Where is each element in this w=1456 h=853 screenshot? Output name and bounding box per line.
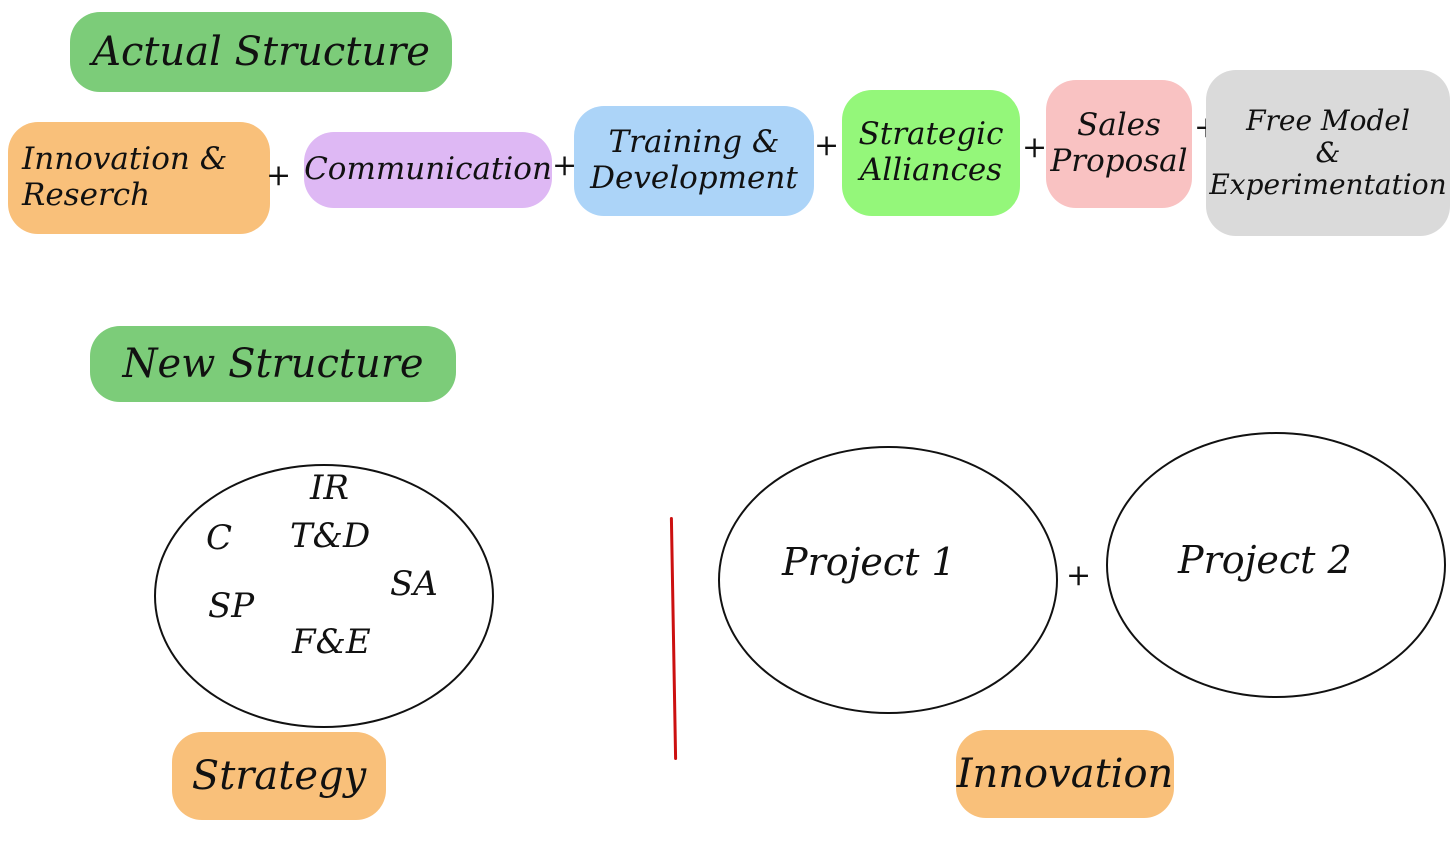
item-innovation-research: Innovation & Reserch [8,122,270,234]
project-1-ellipse [718,446,1058,714]
item-free-model-line3: Experimentation [1209,168,1447,202]
plus-sign: + [814,128,840,163]
abbr-sp: SP [208,586,255,626]
item-strategic-alliances-line2: Alliances [859,152,1003,188]
abbr-ir: IR [310,468,350,508]
strategy-label: Strategy [172,732,386,820]
item-communication: Communication [304,132,552,208]
project-1-label: Project 1 [782,540,956,584]
item-free-model-line1: Free Model [1246,103,1410,137]
plus-sign: + [552,148,578,183]
project-2-label: Project 2 [1178,538,1352,582]
item-sales-proposal-line1: Sales [1077,107,1161,144]
item-training-development: Training & Development [574,106,814,216]
item-free-model-line2: & [1315,135,1341,169]
plus-sign: + [266,158,292,193]
project-2-ellipse [1106,432,1446,698]
item-innovation-research-line2: Reserch [22,177,151,213]
item-sales-proposal-line2: Proposal [1050,143,1188,179]
item-free-model-experimentation: Free Model & Experimentation [1206,70,1450,236]
abbr-c: C [206,518,233,558]
item-training-development-line2: Development [590,160,798,196]
red-divider-line [669,516,678,761]
plus-sign: + [1022,130,1048,165]
item-training-development-line1: Training & [608,124,780,161]
actual-structure-title: Actual Structure [70,12,452,92]
item-strategic-alliances-line1: Strategic [858,116,1004,153]
item-sales-proposal: Sales Proposal [1046,80,1192,208]
abbr-sa: SA [390,564,438,604]
abbr-fe: F&E [292,622,371,662]
abbr-td: T&D [290,516,371,556]
plus-sign: + [1066,558,1092,593]
item-communication-line1: Communication [304,151,552,188]
item-strategic-alliances: Strategic Alliances [842,90,1020,216]
new-structure-title: New Structure [90,326,456,402]
item-innovation-research-line1: Innovation & [22,141,228,178]
strategy-ellipse [154,464,494,728]
innovation-label: Innovation [956,730,1174,818]
